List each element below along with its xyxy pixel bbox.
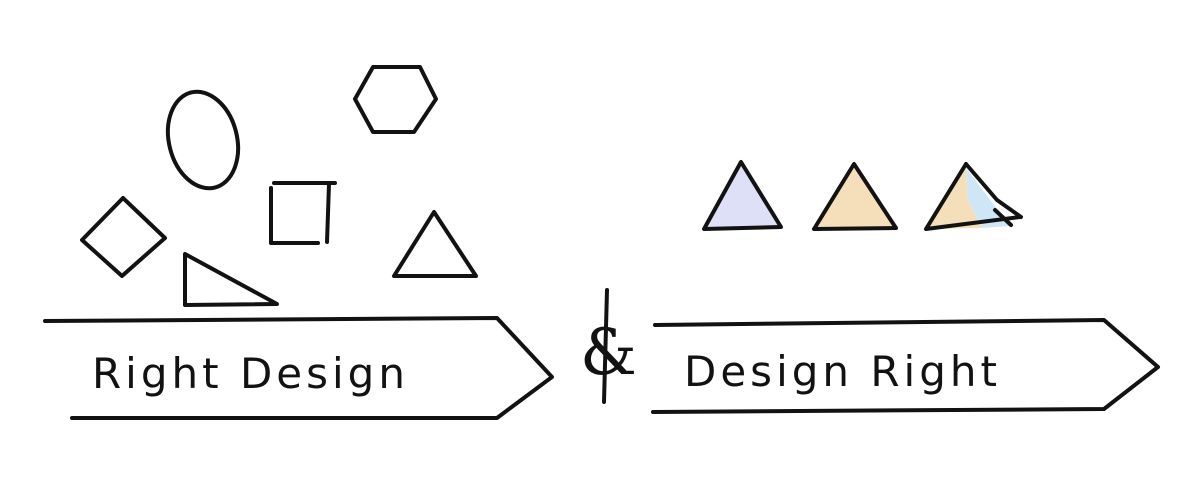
ampersand-connector: & (580, 288, 637, 404)
sketch-square (269, 181, 337, 245)
left-banner-outline (43, 316, 554, 420)
sketch-ellipse (165, 89, 241, 191)
right-banner-label: Design Right (684, 347, 1001, 396)
ampersand-symbol: & (580, 316, 637, 390)
sketch-hexagon (353, 65, 438, 134)
sketch-right-triangle (183, 252, 279, 307)
triangle-lavender (702, 160, 783, 231)
triangle-peach-blue (924, 162, 1023, 231)
colored-triangles (702, 160, 1023, 231)
scattered-shapes (80, 65, 478, 307)
triangle-peach (812, 162, 898, 231)
ampersand-vertical-line (602, 288, 609, 404)
right-banner-outline (651, 318, 1160, 414)
left-banner-label: Right Design (92, 349, 409, 398)
left-banner: Right Design (43, 316, 554, 420)
sketch-diamond (80, 196, 167, 278)
sketch-triangle (392, 210, 478, 278)
right-banner: Design Right (651, 318, 1160, 414)
